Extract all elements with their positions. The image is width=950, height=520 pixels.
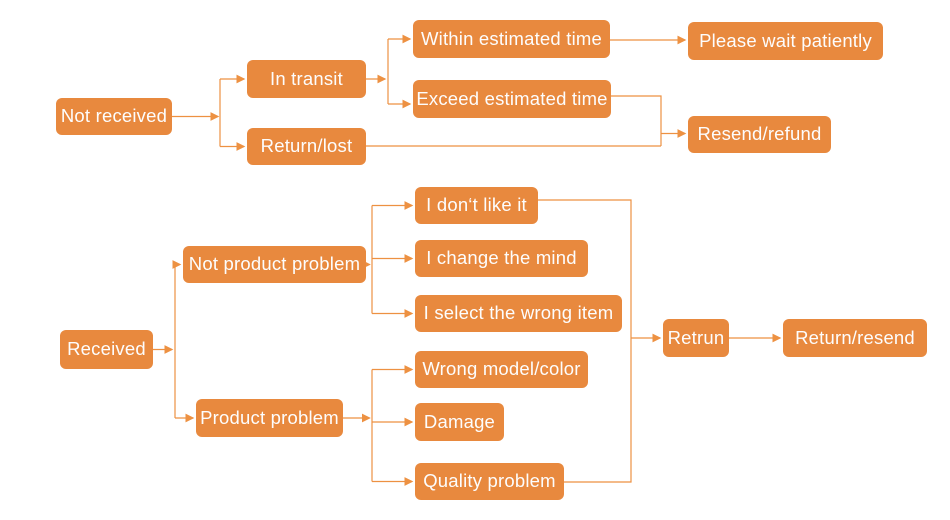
node-i-select-the-wrong-item: I select the wrong item xyxy=(415,295,622,332)
node-i-dont-like-it: I don‘t like it xyxy=(415,187,538,224)
node-retrun: Retrun xyxy=(663,319,729,357)
node-received: Received xyxy=(60,330,153,369)
node-product-problem: Product problem xyxy=(196,399,343,437)
node-quality-problem: Quality problem xyxy=(415,463,564,500)
node-within-estimated-time: Within estimated time xyxy=(413,20,610,58)
node-i-change-the-mind: I change the mind xyxy=(415,240,588,277)
node-wrong-model-color: Wrong model/color xyxy=(415,351,588,388)
node-in-transit: In transit xyxy=(247,60,366,98)
node-resend-refund: Resend/refund xyxy=(688,116,831,153)
node-return-lost: Return/lost xyxy=(247,128,366,165)
node-damage: Damage xyxy=(415,403,504,441)
node-please-wait-patiently: Please wait patiently xyxy=(688,22,883,60)
node-not-product-problem: Not product problem xyxy=(183,246,366,283)
node-not-received: Not received xyxy=(56,98,172,135)
node-return-resend: Return/resend xyxy=(783,319,927,357)
node-exceed-estimated-time: Exceed estimated time xyxy=(413,80,611,118)
edge-exceed-to-join xyxy=(611,95,662,146)
